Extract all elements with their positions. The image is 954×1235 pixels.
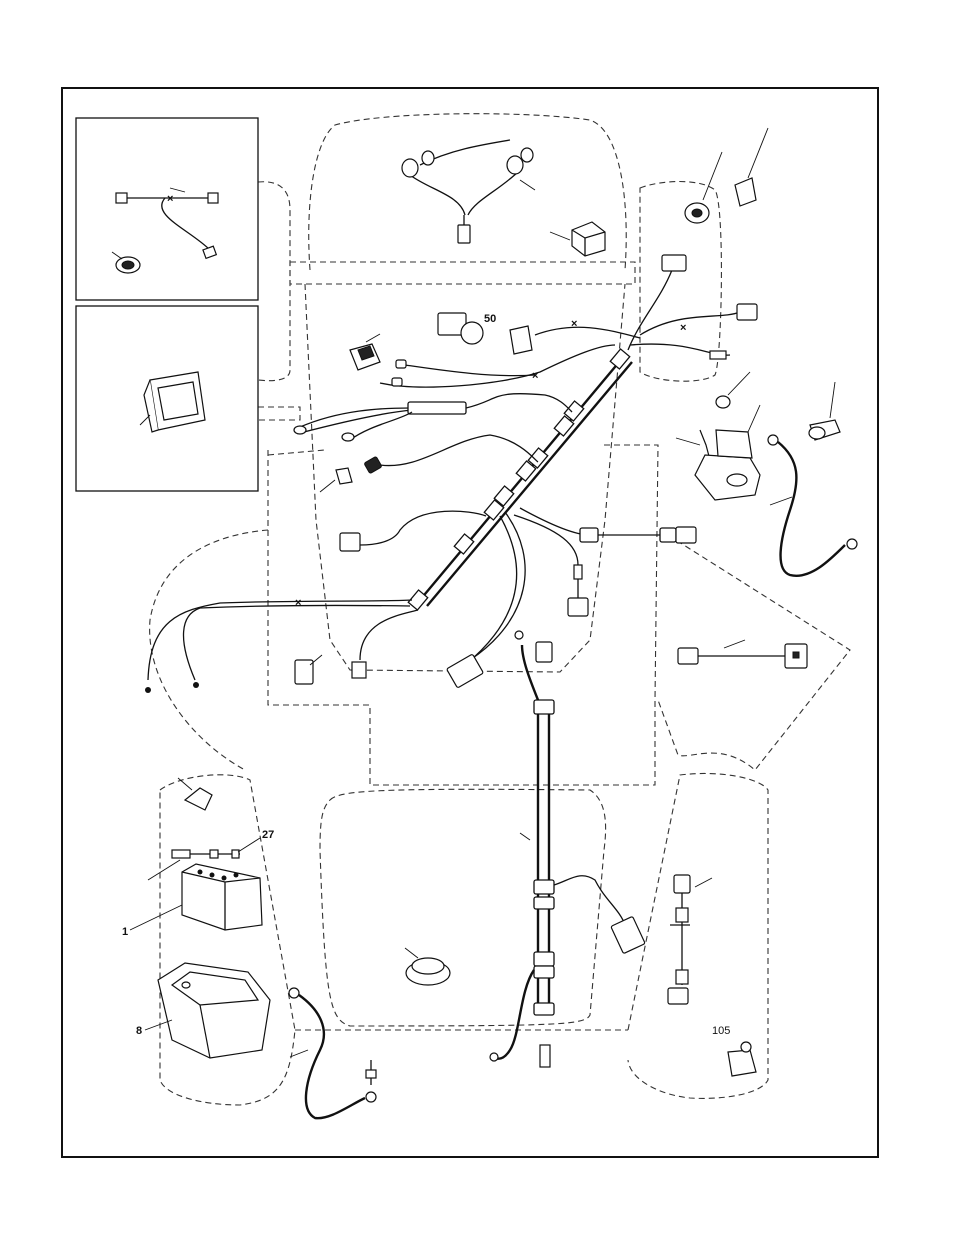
svg-text:×: × bbox=[571, 318, 577, 330]
label-105: 105 bbox=[712, 1025, 730, 1037]
relay bbox=[550, 222, 605, 256]
svg-text:×: × bbox=[680, 322, 686, 334]
small-connector bbox=[320, 468, 352, 492]
battery-cable bbox=[289, 988, 376, 1118]
inset-panel-top: × bbox=[76, 118, 258, 300]
svg-text:×: × bbox=[532, 370, 538, 382]
plug-connector bbox=[295, 655, 322, 684]
label-50: 50 bbox=[484, 313, 496, 325]
ground-cable-right bbox=[768, 435, 857, 576]
pto-switch-harness bbox=[668, 875, 712, 1004]
inset-panel-bottom bbox=[76, 306, 258, 491]
solenoid bbox=[676, 372, 840, 500]
part-105: 105 bbox=[712, 1025, 756, 1076]
svg-text:×: × bbox=[295, 597, 301, 609]
battery-tray: 8 bbox=[136, 963, 270, 1058]
seat-switch-harness bbox=[678, 640, 807, 668]
switch-50: 50 bbox=[438, 313, 532, 354]
headlight-assembly bbox=[402, 140, 535, 243]
battery-assembly: 27 1 bbox=[122, 778, 274, 938]
svg-text:×: × bbox=[167, 193, 173, 205]
rocker-switch bbox=[350, 334, 380, 370]
label-27: 27 bbox=[262, 829, 274, 841]
ignition-switch bbox=[685, 128, 768, 223]
label-1: 1 bbox=[122, 926, 128, 938]
rear-wire-harness bbox=[490, 631, 645, 1067]
label-8: 8 bbox=[136, 1025, 142, 1037]
horn bbox=[405, 948, 450, 985]
